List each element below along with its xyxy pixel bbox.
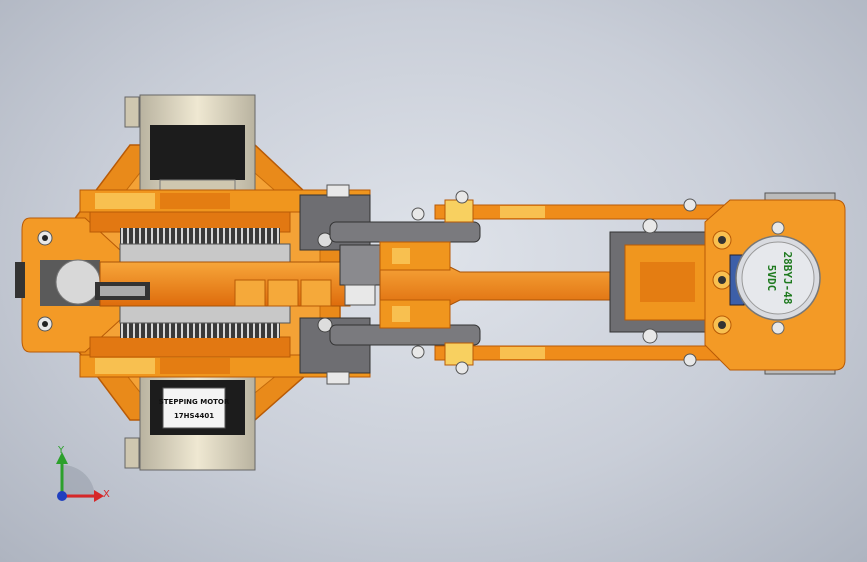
central-block [95,261,351,307]
triad-x-label: X [103,489,110,500]
motor-label-line2: 17HS4401 [174,412,214,420]
upper-arm-links [329,221,481,346]
triad-y-label: Y [57,445,65,456]
wrist-bracket [609,198,721,367]
stepper-motor-small: 28BYJ-48 5VDC [729,221,821,335]
stepper-motor-bottom: STEPPING MOTOR 17HS4401 [124,374,256,471]
gear-racks [119,228,291,338]
motor-label-line1: STEPPING MOTOR [159,398,230,406]
stepper-motor-top [124,94,256,193]
parallel-bars [411,190,726,375]
small-motor-label-line2: 5VDC [765,265,778,292]
small-motor-label-line1: 28BYJ-48 [781,252,794,305]
axis-triad: Y X [56,445,110,502]
forearm [379,241,621,329]
